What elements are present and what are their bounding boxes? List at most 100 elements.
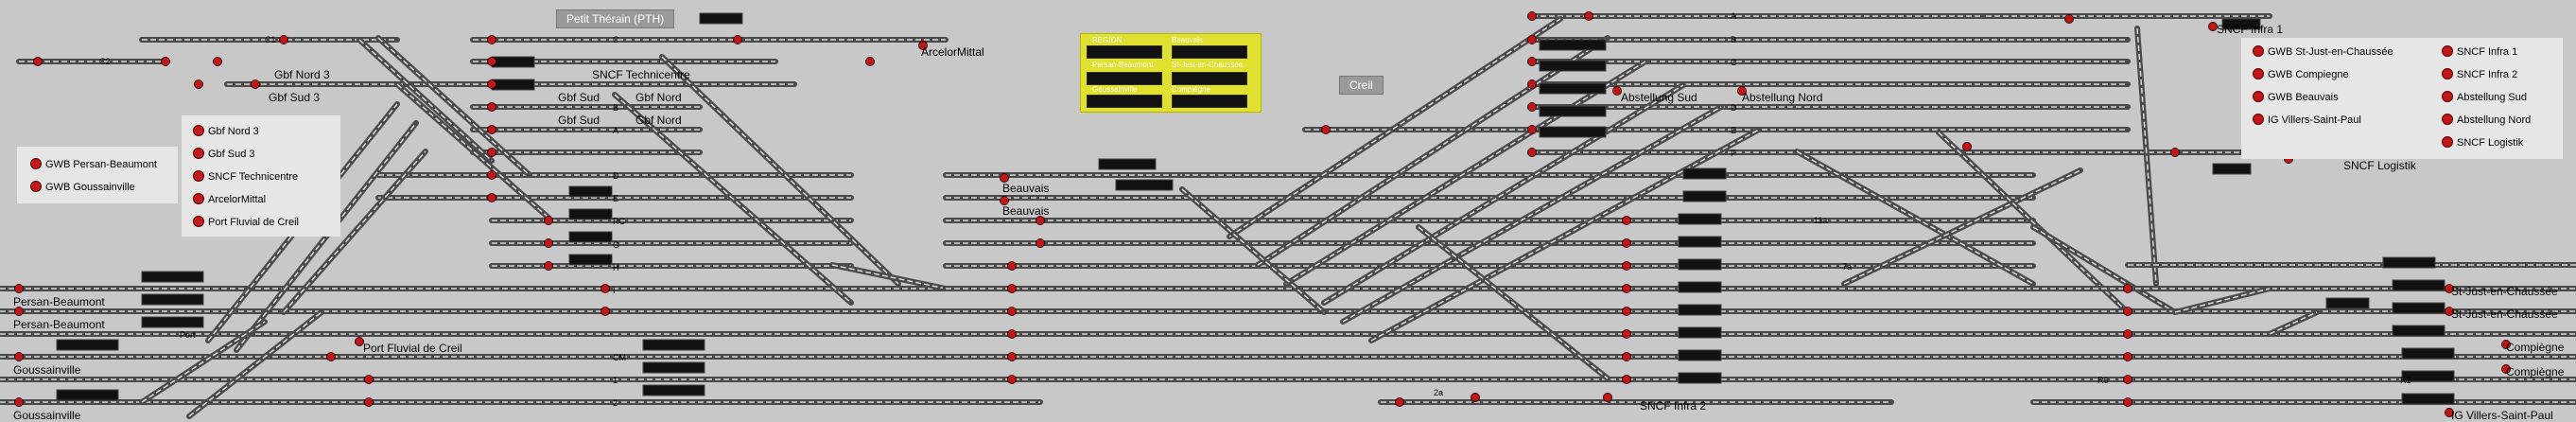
signal-icon[interactable] <box>865 57 875 66</box>
panel-item[interactable]: SNCF Logistik <box>2442 136 2523 149</box>
signal-icon[interactable] <box>251 79 260 89</box>
signal-icon[interactable] <box>1471 393 1480 402</box>
panel-item[interactable]: SNCF Infra 2 <box>2442 68 2517 80</box>
panel-item[interactable]: ArcelorMittal <box>193 193 266 205</box>
signal-icon[interactable] <box>487 35 496 44</box>
signal-icon[interactable] <box>487 148 496 157</box>
signal-icon[interactable] <box>1007 329 1017 339</box>
signal-icon[interactable] <box>1622 375 1631 384</box>
signal-icon[interactable] <box>1000 173 1009 183</box>
signal-icon[interactable] <box>161 57 170 66</box>
signal-icon[interactable] <box>1007 284 1017 293</box>
signal-icon[interactable] <box>14 284 24 293</box>
signal-icon[interactable] <box>1395 397 1404 407</box>
signal-icon[interactable] <box>1036 216 1045 225</box>
panel-item[interactable]: SNCF Infra 1 <box>2442 45 2517 58</box>
signal-icon[interactable] <box>1527 11 1537 21</box>
panel-item[interactable]: IG Villers-Saint-Paul <box>2253 114 2361 126</box>
signal-icon[interactable] <box>2123 329 2132 339</box>
signal-icon[interactable] <box>213 57 222 66</box>
signal-icon[interactable] <box>364 375 374 384</box>
panel-item[interactable]: Port Fluvial de Creil <box>193 216 299 228</box>
signal-icon[interactable] <box>2123 284 2132 293</box>
panel-item[interactable]: GWB St-Just-en-Chaussée <box>2253 45 2393 58</box>
panel-item[interactable]: Gbf Sud 3 <box>193 148 255 160</box>
signal-icon[interactable] <box>487 193 496 202</box>
signal-icon[interactable] <box>194 79 203 89</box>
signal-icon[interactable] <box>544 216 553 225</box>
signal-icon[interactable] <box>2208 22 2218 31</box>
signal-icon[interactable] <box>544 261 553 271</box>
signal-icon[interactable] <box>364 397 374 407</box>
signal-icon[interactable] <box>1527 148 1537 157</box>
panel-item[interactable]: Abstellung Nord <box>2442 114 2531 126</box>
signal-icon[interactable] <box>1622 238 1631 248</box>
signal-icon[interactable] <box>1007 261 1017 271</box>
signal-icon[interactable] <box>1007 375 1017 384</box>
signal-icon[interactable] <box>33 57 43 66</box>
panel-item[interactable]: GWB Beauvais <box>2253 91 2339 103</box>
signal-icon[interactable] <box>2123 375 2132 384</box>
signal-icon[interactable] <box>355 337 364 346</box>
signal-icon[interactable] <box>2445 284 2454 293</box>
signal-icon[interactable] <box>2501 364 2511 374</box>
signal-icon[interactable] <box>1000 196 1009 205</box>
panel-item[interactable]: GWB Persan-Beaumont <box>30 158 157 170</box>
signal-icon[interactable] <box>1737 86 1747 96</box>
signal-icon[interactable] <box>2445 307 2454 316</box>
signal-icon[interactable] <box>733 35 742 44</box>
panel-item[interactable]: GWB Goussainville <box>30 181 135 193</box>
signal-icon[interactable] <box>14 352 24 361</box>
signal-icon[interactable] <box>1622 329 1631 339</box>
signal-icon[interactable] <box>1584 11 1593 21</box>
panel-item[interactable]: SNCF Technicentre <box>193 170 298 183</box>
signal-icon[interactable] <box>1527 57 1537 66</box>
signal-icon[interactable] <box>544 238 553 248</box>
signal-icon[interactable] <box>326 352 336 361</box>
track-core <box>188 311 322 417</box>
signal-icon[interactable] <box>2123 307 2132 316</box>
signal-icon[interactable] <box>487 102 496 112</box>
signal-icon[interactable] <box>1007 307 1017 316</box>
signal-icon[interactable] <box>1962 142 1972 151</box>
signal-icon[interactable] <box>1036 238 1045 248</box>
legend-block <box>1087 45 1162 59</box>
signal-icon[interactable] <box>14 397 24 407</box>
signal-icon[interactable] <box>1527 79 1537 89</box>
signal-icon[interactable] <box>1007 352 1017 361</box>
signal-icon[interactable] <box>2123 352 2132 361</box>
signal-icon[interactable] <box>14 307 24 316</box>
signal-icon[interactable] <box>487 125 496 134</box>
block-layer <box>56 12 2455 405</box>
track-core <box>235 122 417 351</box>
signal-icon[interactable] <box>600 284 610 293</box>
signal-icon[interactable] <box>487 79 496 89</box>
signal-icon[interactable] <box>1622 307 1631 316</box>
signal-icon[interactable] <box>1527 125 1537 134</box>
train-number-block <box>699 12 743 25</box>
signal-icon[interactable] <box>2501 340 2511 349</box>
signal-icon[interactable] <box>1622 352 1631 361</box>
signal-icon[interactable] <box>2445 408 2454 417</box>
signal-icon[interactable] <box>2123 397 2132 407</box>
train-number-block <box>1539 126 1607 138</box>
signal-icon[interactable] <box>487 57 496 66</box>
signal-icon[interactable] <box>1612 86 1622 96</box>
signal-icon[interactable] <box>1622 284 1631 293</box>
signal-icon[interactable] <box>1527 102 1537 112</box>
panel-item[interactable]: Abstellung Sud <box>2442 91 2527 103</box>
signal-icon[interactable] <box>1622 216 1631 225</box>
signal-icon[interactable] <box>1622 261 1631 271</box>
signal-icon[interactable] <box>2064 14 2074 24</box>
signal-icon[interactable] <box>487 170 496 180</box>
panel-item[interactable]: Gbf Nord 3 <box>193 125 259 137</box>
signal-icon[interactable] <box>1603 393 1612 402</box>
signal-icon[interactable] <box>600 307 610 316</box>
signal-icon[interactable] <box>2170 148 2180 157</box>
signal-icon[interactable] <box>279 35 288 44</box>
panel-item[interactable]: GWB Compiegne <box>2253 68 2349 80</box>
signal-icon[interactable] <box>1321 125 1331 134</box>
signal-icon[interactable] <box>918 41 928 50</box>
signal-icon[interactable] <box>1527 35 1537 44</box>
signal-layer[interactable] <box>14 11 2511 417</box>
